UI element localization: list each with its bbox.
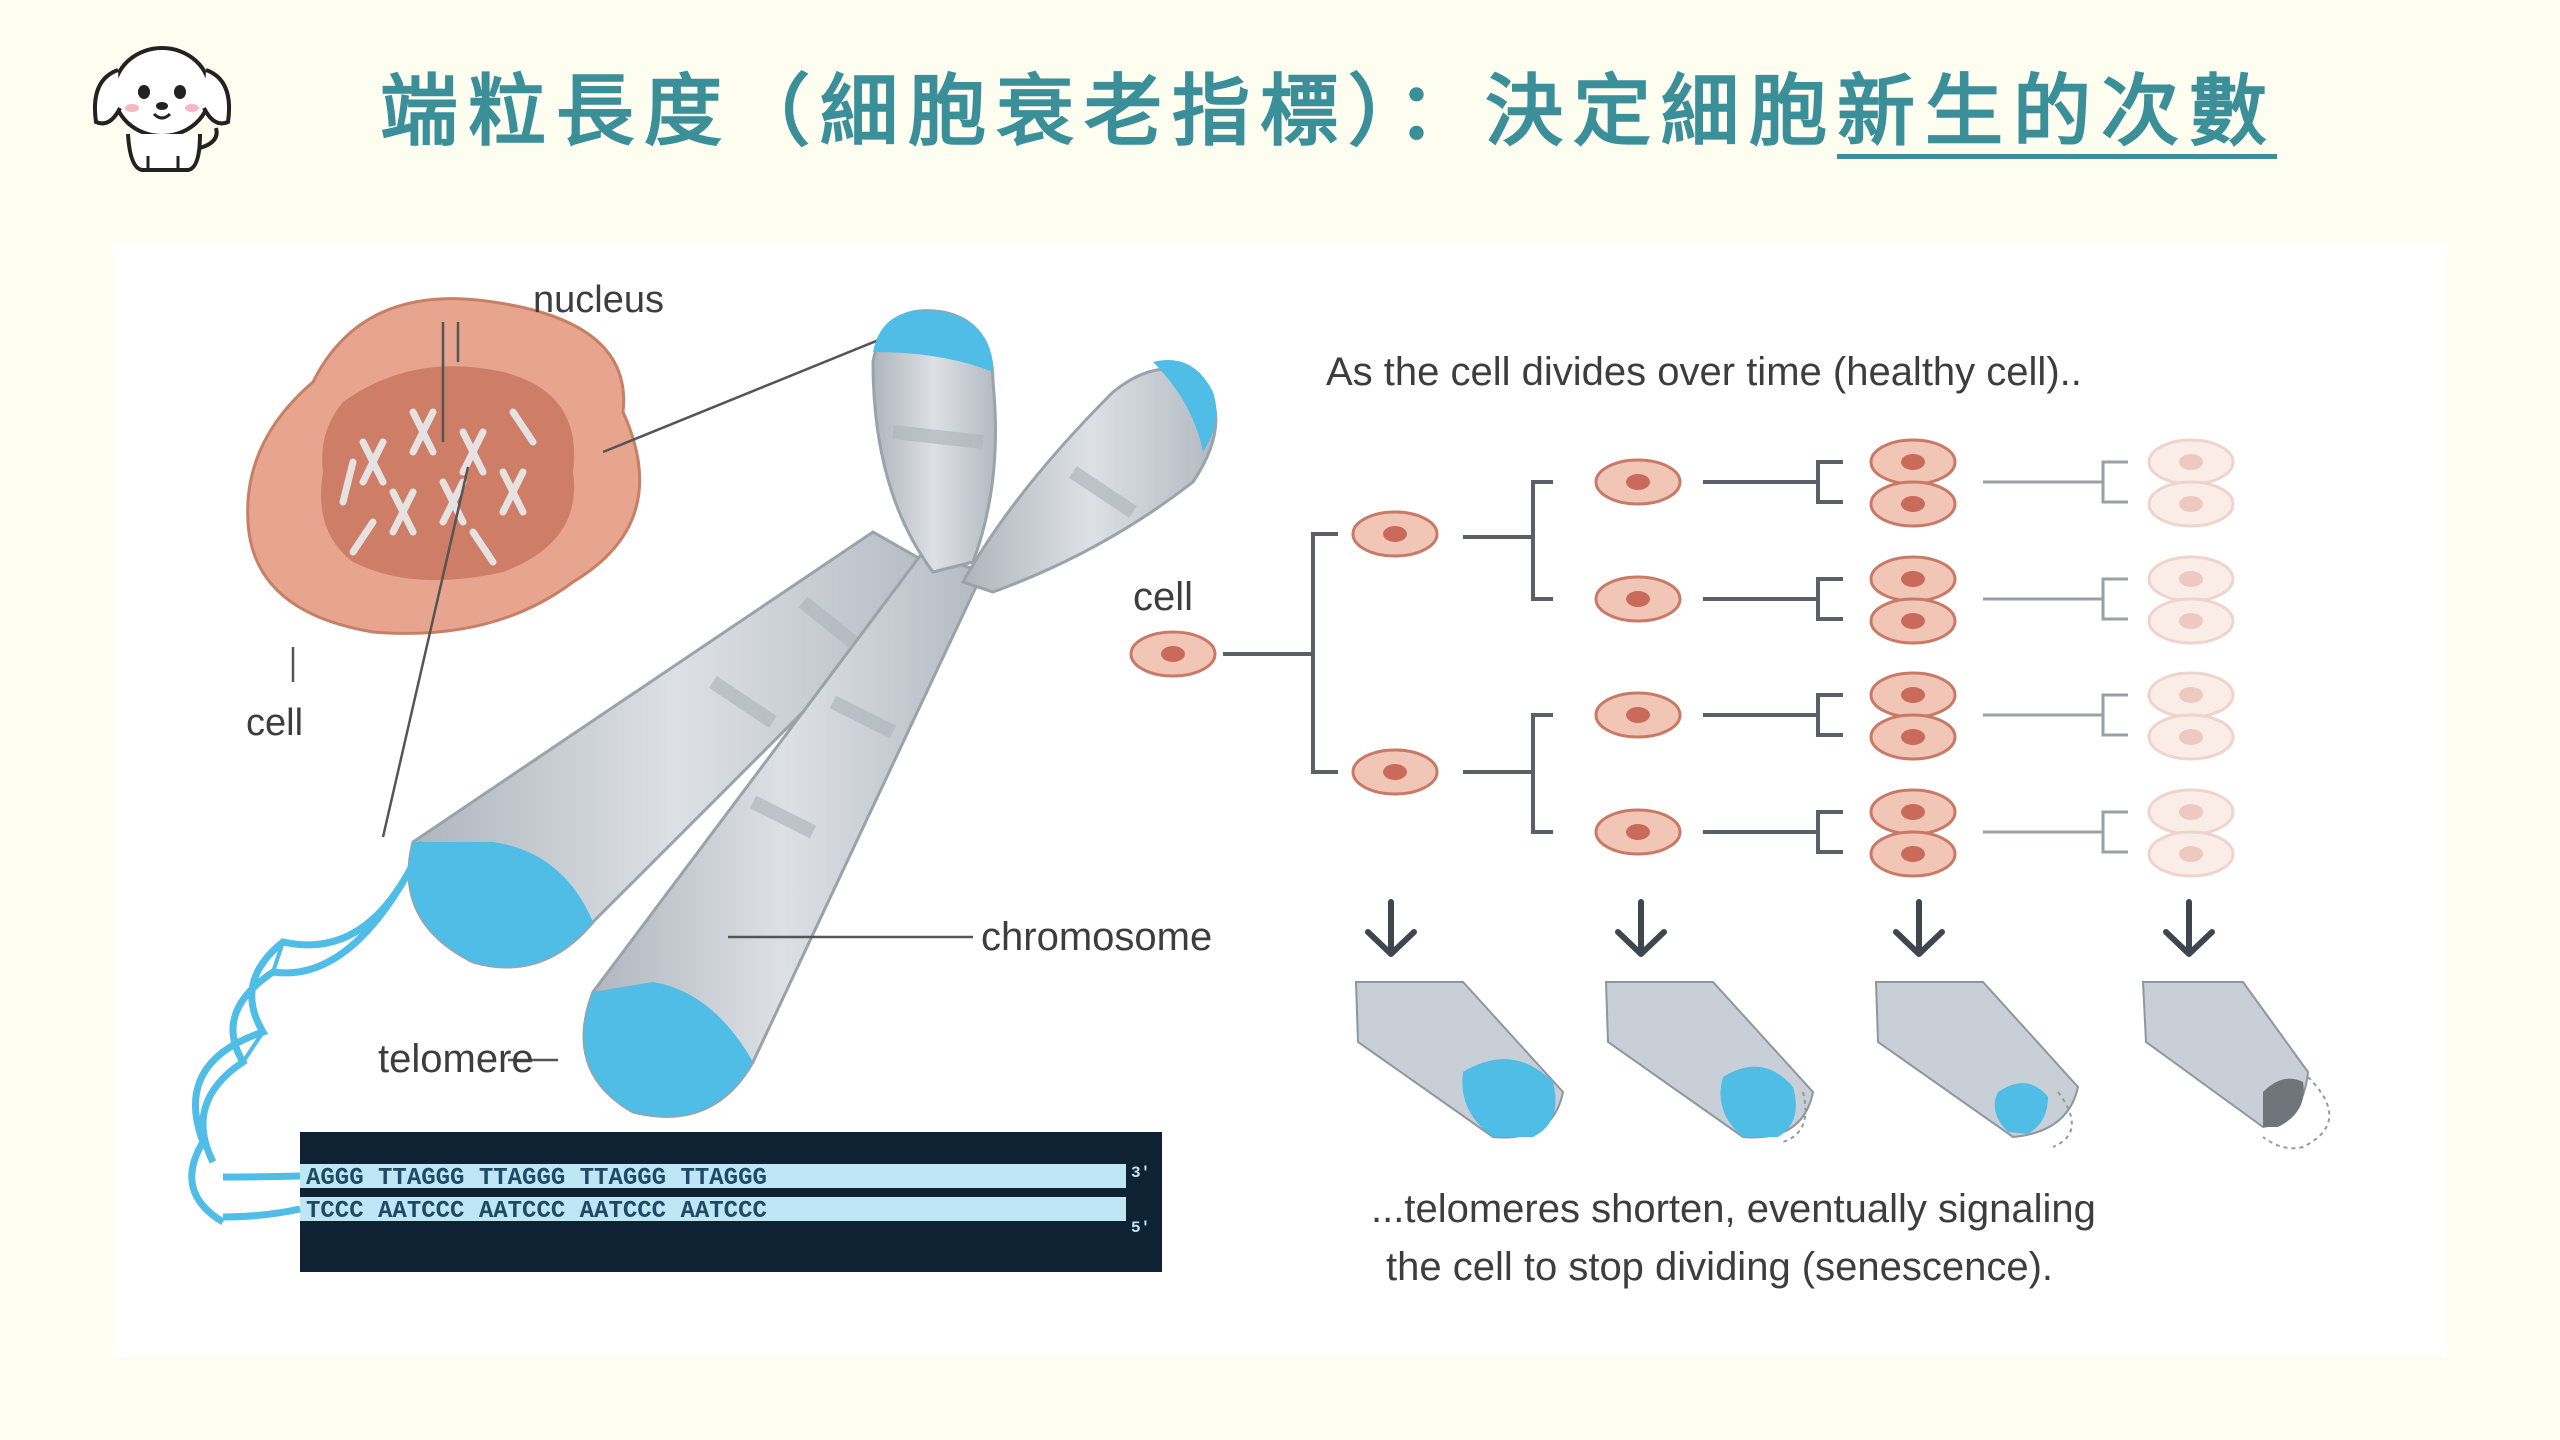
telomere-tips	[1354, 981, 2331, 1150]
cells-gen4-faded	[2147, 438, 2235, 878]
cells-gen2	[1594, 458, 1682, 856]
label-cell-right: cell	[1133, 575, 1193, 619]
puppy-mascot-icon	[93, 46, 231, 172]
dna-end-3: 3'	[1131, 1164, 1150, 1182]
cells-gen3	[1869, 438, 1957, 878]
dna-sequence-box: AGGG TTAGGG TTAGGG TTAGGG TTAGGG TCCC AA…	[222, 1132, 1162, 1272]
slide-header: 端粒長度（細胞衰老指標）：決定細胞新生的次數	[70, 30, 2490, 180]
telomere-tip-4	[2141, 981, 2331, 1150]
dna-top-strand: AGGG TTAGGG TTAGGG TTAGGG TTAGGG	[306, 1165, 767, 1192]
down-arrow-icons	[1365, 899, 2215, 957]
bottom-caption-line1: ...telomeres shorten, eventually signali…	[1371, 1187, 2096, 1231]
cells-gen0	[1129, 630, 1217, 678]
down-arrow-icon	[2163, 899, 2215, 957]
division-tree-faded	[1983, 460, 2128, 854]
bottom-caption-line2: the cell to stop dividing (senescence).	[1386, 1245, 2053, 1289]
cells-gen1	[1351, 510, 1439, 796]
page-title: 端粒長度（細胞衰老指標）：決定細胞新生的次數	[380, 67, 2278, 157]
telomere-diagram-panel: nucleus cell chromosome telomere	[113, 242, 2447, 1357]
dna-helix	[188, 840, 427, 1226]
label-nucleus: nucleus	[533, 279, 664, 321]
down-arrow-icon	[1365, 899, 1417, 957]
chromosome-illustration	[407, 309, 1218, 1118]
down-arrow-icon	[1615, 899, 1667, 957]
telomere-tip-2	[1604, 981, 1815, 1143]
telomere-tip-3	[1874, 981, 2080, 1148]
division-tree	[1223, 460, 1843, 854]
telomere-diagram: nucleus cell chromosome telomere	[188, 279, 2331, 1289]
telomere-tip-1	[1354, 981, 1565, 1139]
cell-illustration	[246, 297, 924, 838]
label-chromosome: chromosome	[981, 915, 1212, 959]
down-arrow-icon	[1893, 899, 1945, 957]
dna-end-5: 5'	[1131, 1219, 1150, 1237]
dna-bottom-strand: TCCC AATCCC AATCCC AATCCC AATCCC	[306, 1198, 767, 1225]
page-title-underlined: 新生的次數	[1837, 67, 2278, 157]
divide-caption: As the cell divides over time (healthy c…	[1326, 350, 2082, 394]
label-telomere: telomere	[378, 1037, 534, 1081]
label-cell-left: cell	[246, 702, 303, 744]
